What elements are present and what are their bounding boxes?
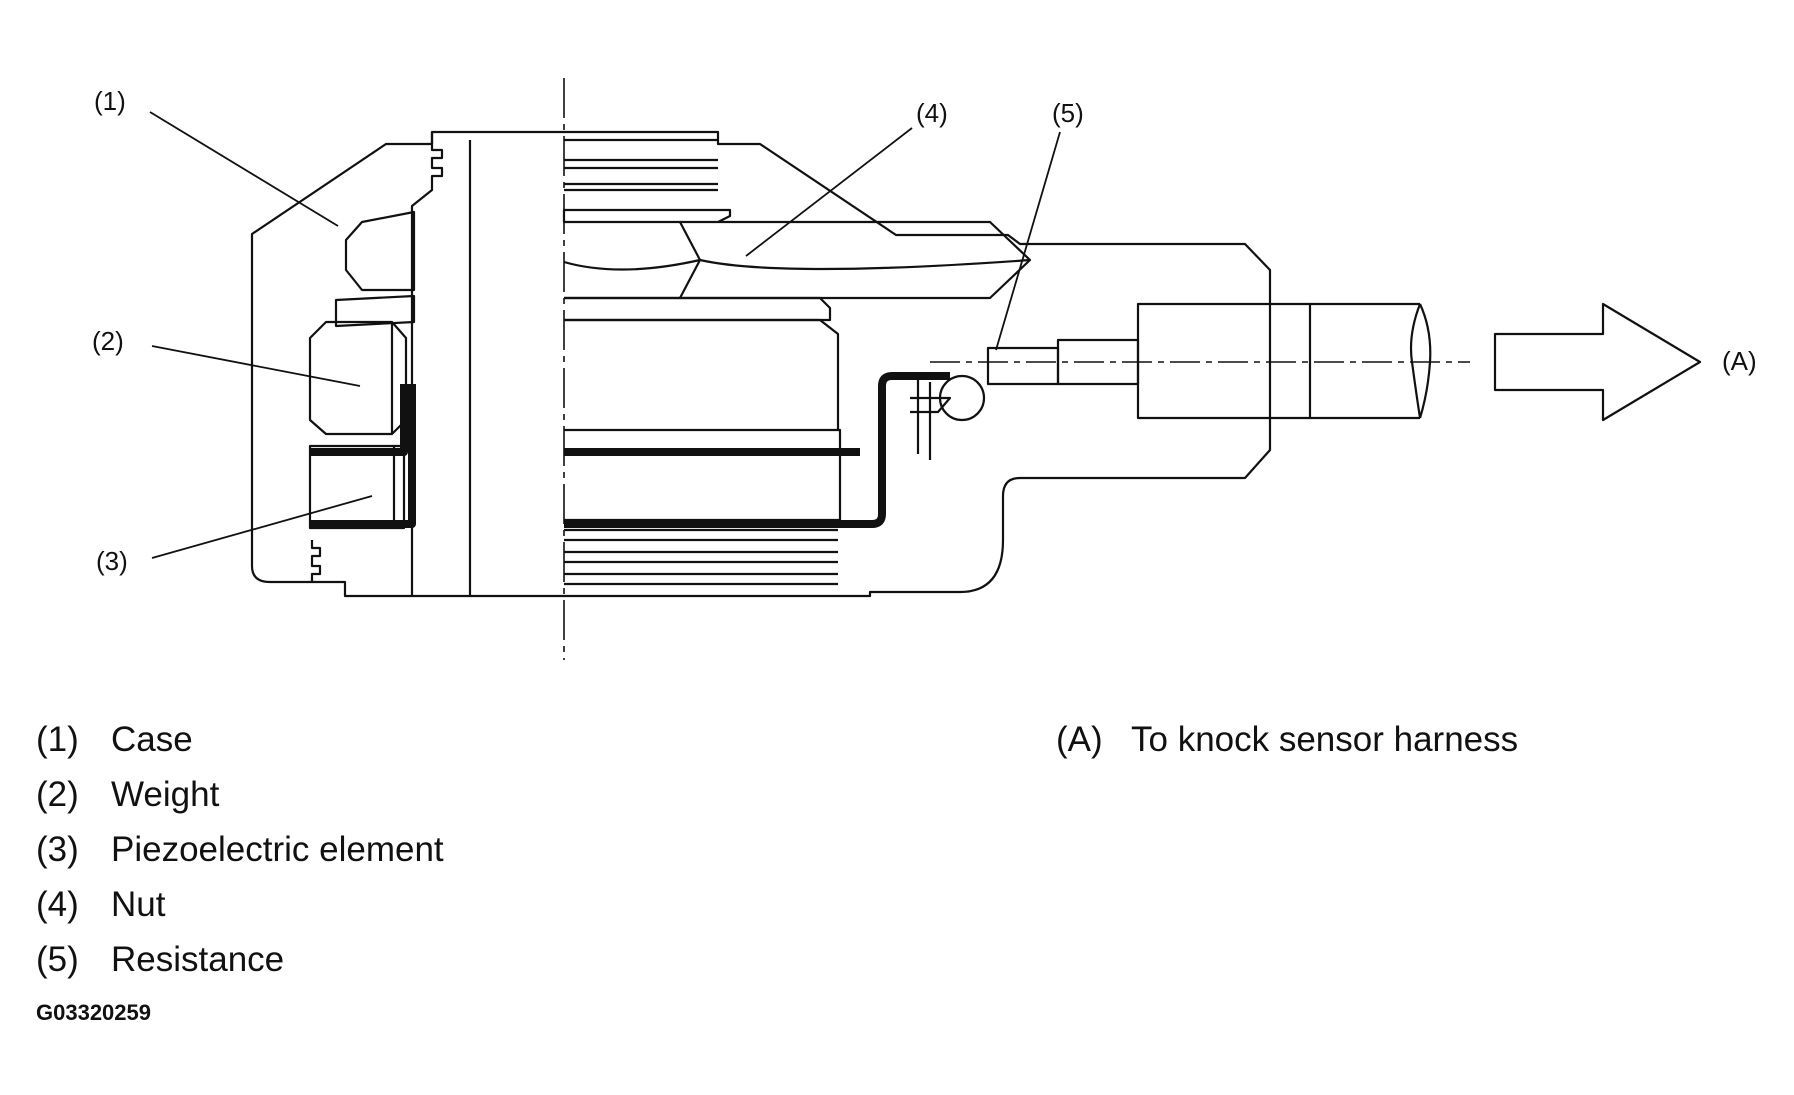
legend-num: (1) [36,720,79,759]
harness-arrow [1493,302,1702,422]
legend-label: To knock sensor harness [1131,720,1519,759]
legend-num: (3) [36,830,79,869]
sleeve-body [564,318,842,586]
callout-2: (2) [92,326,124,356]
bore-threads-top [410,132,444,596]
legend-num: (4) [36,885,79,924]
leader-1 [149,111,339,227]
leader-2 [151,345,361,387]
legend-label: Weight [111,775,220,814]
cable [1310,302,1432,420]
cable-boot [1136,302,1312,420]
callout-1: (1) [94,86,126,116]
case-outline [250,130,1272,598]
callout-5: (5) [1052,98,1084,128]
nut-left [344,210,416,292]
legend-label: Nut [111,885,166,924]
callout-3: (3) [96,546,128,576]
leader-3 [151,495,373,559]
legend-num: (5) [36,940,79,979]
lead-wire [310,372,950,528]
nut-shape [562,208,1032,300]
legend-num: (2) [36,775,79,814]
bore-threads-bottom [310,540,322,582]
legend-num: (A) [1056,720,1103,759]
figure-id: G03320259 [36,1000,151,1025]
legend-label: Resistance [111,940,285,979]
legend-label: Case [111,720,193,759]
callout-a: (A) [1722,346,1757,376]
resistor [986,346,1060,386]
piezo-element [308,444,406,530]
legend-label: Piezoelectric element [111,830,444,869]
leader-4 [745,127,913,257]
callout-4: (4) [916,98,948,128]
leader-5 [995,131,1061,351]
